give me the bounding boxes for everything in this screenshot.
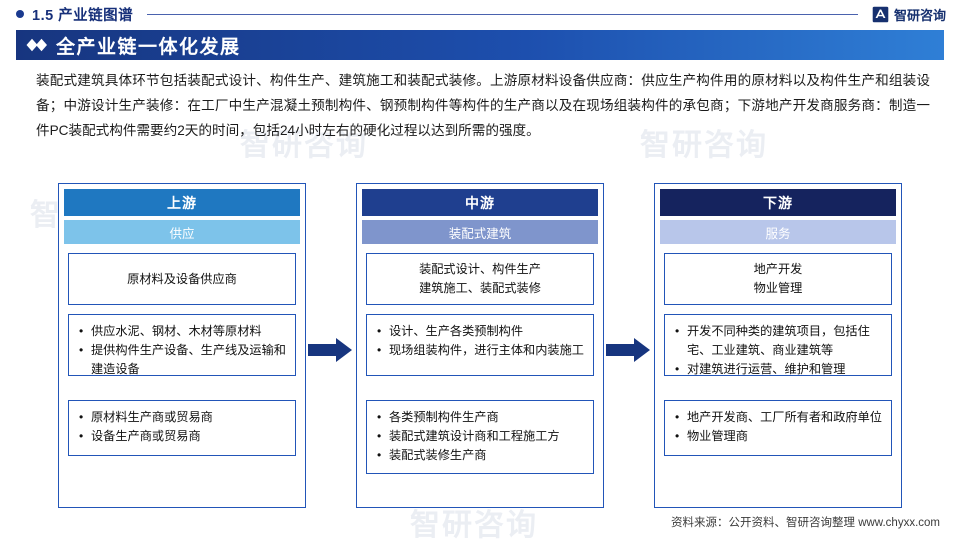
chain-box: 设计、生产各类预制构件 现场组装构件，进行主体和内装施工 [366,314,594,376]
section-number: 1.5 产业链图谱 [32,7,134,24]
bullet-dot-icon [16,10,24,18]
column-head-label: 中游 [362,189,598,216]
chain-box-line: 装配式设计、构件生产 [419,262,541,276]
chain-box-line: 原材料及设备供应商 [127,271,237,286]
chain-bullet: 设备生产商或贸易商 [77,427,287,446]
chain-box: 装配式设计、构件生产 建筑施工、装配式装修 [366,253,594,305]
chain-box-line: 地产开发 [753,262,803,276]
chain-box: 各类预制构件生产商 装配式建筑设计商和工程施工方 装配式装修生产商 [366,400,594,474]
chain-bullet: 原材料生产商或贸易商 [77,408,287,427]
top-header-bar: 1.5 产业链图谱 智研咨询 [0,0,960,28]
chain-column-upstream: 上游 供应 原材料及设备供应商 供应水泥、钢材、木材等原材料 提供构件生产设备、… [58,183,306,508]
chain-box: 原材料及设备供应商 [68,253,296,305]
chain-box: 供应水泥、钢材、木材等原材料 提供构件生产设备、生产线及运输和建造设备 [68,314,296,376]
column-sub-label: 服务 [660,220,896,244]
chain-box-line: 物业管理 [753,281,803,295]
column-sub-label: 装配式建筑 [362,220,598,244]
chain-bullet: 供应水泥、钢材、木材等原材料 [77,322,287,341]
chain-bullet: 提供构件生产设备、生产线及运输和建造设备 [77,341,287,379]
chain-box: 地产开发 物业管理 [664,253,892,305]
chain-box: 开发不同种类的建筑项目，包括住宅、工业建筑、商业建筑等 对建筑进行运营、维护和管… [664,314,892,379]
brand-name: 智研咨询 [893,7,946,23]
source-footer: 资料来源：公开资料、智研咨询整理 www.chyxx.com [671,517,940,529]
title-bar: 全产业链一体化发展 [16,30,944,60]
industry-chain-diagram: 上游 供应 原材料及设备供应商 供应水泥、钢材、木材等原材料 提供构件生产设备、… [58,183,906,508]
chain-bullet: 各类预制构件生产商 [375,408,585,427]
chain-box: 原材料生产商或贸易商 设备生产商或贸易商 [68,400,296,456]
chain-column-downstream: 下游 服务 地产开发 物业管理 开发不同种类的建筑项目，包括住宅、工业建筑、商业… [654,183,902,508]
chain-bullet: 装配式装修生产商 [375,446,585,465]
title-text: 全产业链一体化发展 [56,36,241,58]
chain-box-line: 建筑施工、装配式装修 [419,281,541,295]
chain-bullet: 现场组装构件，进行主体和内装施工 [375,341,585,360]
chain-bullet: 装配式建筑设计商和工程施工方 [375,427,585,446]
chain-box: 地产开发商、工厂所有者和政府单位 物业管理商 [664,400,892,456]
chain-bullet: 地产开发商、工厂所有者和政府单位 [673,408,883,427]
column-head-label: 下游 [660,189,896,216]
arrow-right-icon [308,338,352,362]
chain-bullet: 设计、生产各类预制构件 [375,322,585,341]
arrow-right-icon [606,338,650,362]
column-sub-label: 供应 [64,220,300,244]
description-paragraph: 装配式建筑具体环节包括装配式设计、构件生产、建筑施工和装配式装修。上游原材料设备… [36,73,930,138]
double-diamond-icon [26,38,48,52]
chain-bullet: 开发不同种类的建筑项目，包括住宅、工业建筑、商业建筑等 [673,322,883,360]
chain-column-midstream: 中游 装配式建筑 装配式设计、构件生产 建筑施工、装配式装修 设计、生产各类预制… [356,183,604,508]
zhiyan-logo-icon [872,6,889,22]
chain-bullet: 对建筑进行运营、维护和管理 [673,360,883,379]
column-head-label: 上游 [64,189,300,216]
chain-bullet: 物业管理商 [673,427,883,446]
brand-logo: 智研咨询 [872,5,946,24]
header-divider [147,13,858,15]
